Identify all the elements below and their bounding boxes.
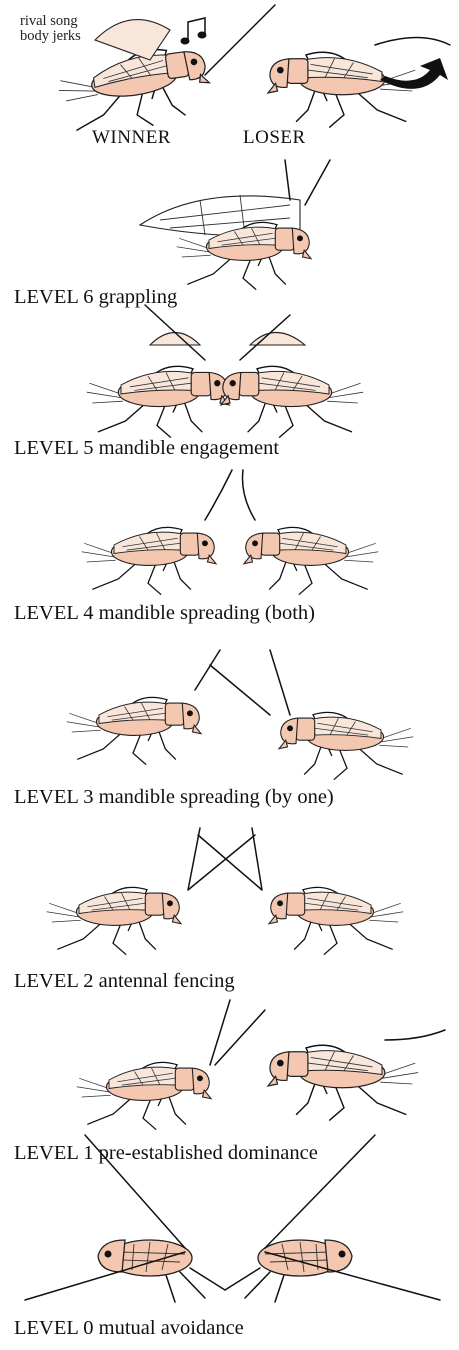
level-3-label: LEVEL 3 mandible spreading (by one) bbox=[14, 787, 334, 808]
winner-label: WINNER bbox=[92, 128, 171, 147]
level-2-label: LEVEL 2 antennal fencing bbox=[14, 971, 235, 992]
curved-arrow-icon bbox=[380, 58, 448, 89]
level-5-illustration bbox=[87, 305, 363, 437]
level-4-label: LEVEL 4 mandible spreading (both) bbox=[14, 603, 315, 624]
level-4-illustration bbox=[82, 470, 379, 594]
loser-label: LOSER bbox=[243, 128, 306, 147]
level-1-label: LEVEL 1 pre-established dominance bbox=[14, 1143, 318, 1164]
winner-cricket bbox=[55, 5, 275, 138]
level-3-illustration bbox=[67, 650, 414, 779]
rival-note: rival song body jerks bbox=[20, 14, 81, 44]
level-2-illustration bbox=[47, 828, 404, 954]
body-jerks-text: body jerks bbox=[20, 29, 81, 44]
level-0-label: LEVEL 0 mutual avoidance bbox=[14, 1318, 244, 1339]
rival-song-text: rival song bbox=[20, 14, 81, 29]
music-note-icon bbox=[181, 18, 207, 45]
level-6-label: LEVEL 6 grappling bbox=[14, 287, 177, 308]
level-1-illustration bbox=[77, 1000, 445, 1129]
level-6-illustration bbox=[140, 160, 330, 289]
level-5-label: LEVEL 5 mandible engagement bbox=[14, 438, 279, 459]
